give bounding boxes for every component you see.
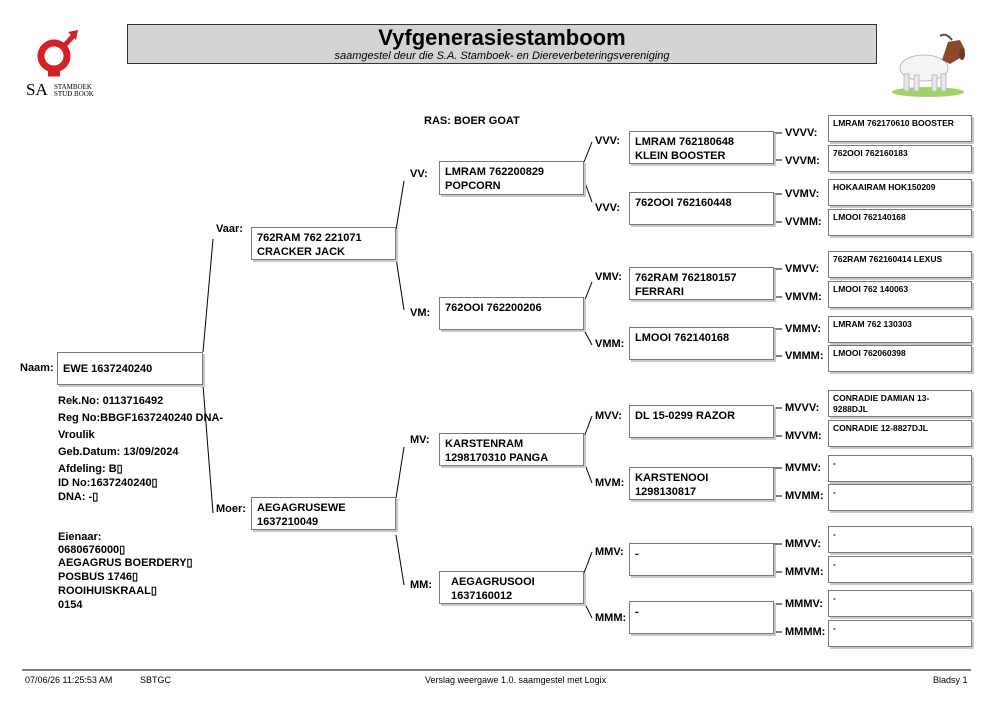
mmmm-box: -	[828, 620, 972, 647]
mvmv-label: MVMV:	[785, 462, 822, 474]
mvvv-box: CONRADIE DAMIAN 13- 9288DJL	[828, 390, 972, 417]
boer-goat-image	[890, 28, 972, 98]
mvm-label: MVM:	[595, 477, 625, 489]
vm-box: 762OOI 762200206	[439, 297, 584, 330]
vv-label: VV:	[410, 168, 428, 180]
owner-line-2: AEGAGRUS BOERDERY▯	[58, 557, 193, 569]
footer-timestamp: 07/06/26 11:25:53 AM	[25, 675, 113, 685]
vvv1-label: VVV:	[595, 135, 621, 147]
footer-page: Bladsy 1	[933, 675, 968, 685]
owner-line-1: 0680676000▯	[58, 544, 126, 556]
mmmv-label: MMMV:	[785, 598, 823, 610]
vmvm-box: LMOOI 762 140063	[828, 281, 972, 308]
sa-studbook-logo: SA STAMBOEK STUD BOOK	[24, 26, 104, 100]
owner-line-5: 0154	[58, 599, 83, 611]
owner-label: Eienaar:	[58, 531, 102, 543]
vvvm-box: 762OOI 762160183	[828, 145, 972, 172]
vmvv-box: 762RAM 762160414 LEXUS	[828, 251, 972, 278]
vmv-label: VMV:	[595, 271, 622, 283]
vvvv-box: LMRAM 762170610 BOOSTER	[828, 115, 972, 142]
mmm-box: -	[629, 601, 774, 634]
vvmm-label: VVMM:	[785, 216, 822, 228]
page-subtitle: saamgestel deur die S.A. Stamboek- en Di…	[334, 50, 670, 62]
vv-box: LMRAM 762200829 POPCORN	[439, 161, 584, 195]
mvvv-label: MVVV:	[785, 402, 820, 414]
vvmv-label: VVMV:	[785, 188, 820, 200]
mmvm-box: -	[828, 556, 972, 583]
footer-code: SBTGC	[140, 675, 172, 685]
mvv-box: DL 15-0299 RAZOR	[629, 405, 774, 438]
mmvm-label: MMVM:	[785, 566, 824, 578]
footer-version: Verslag weergawe 1.0. saamgestel met Log…	[425, 675, 607, 685]
mvm-box: KARSTENOOI 1298130817	[629, 467, 774, 500]
mmmm-label: MMMM:	[785, 626, 826, 638]
detail-dna: DNA: -▯	[58, 491, 99, 503]
mvvm-box: CONRADIE 12-8827DJL	[828, 420, 972, 447]
sire-box: 762RAM 762 221071 CRACKER JACK	[251, 227, 396, 260]
mvvm-label: MVVM:	[785, 430, 822, 442]
mvv-label: MVV:	[595, 410, 622, 422]
mvmm-label: MVMM:	[785, 490, 824, 502]
mmmv-box: -	[828, 590, 972, 617]
owner-line-4: ROOIHUISKRAAL▯	[58, 585, 157, 597]
mmv-box: -	[629, 543, 774, 576]
logo-line1: STAMBOEK	[54, 83, 92, 91]
vvmv-box: HOKAAIRAM HOK150209	[828, 179, 972, 206]
breed-label: RAS: BOER GOAT	[424, 115, 520, 127]
naam-label: Naam:	[20, 362, 54, 374]
detail-afdeling: Afdeling: B▯	[58, 463, 123, 475]
mm-box: AEGAGRUSOOI 1637160012	[439, 571, 584, 604]
mmvv-box: -	[828, 526, 972, 553]
detail-reknr: Rek.No: 0113716492	[58, 395, 164, 407]
mv-label: MV:	[410, 434, 430, 446]
mm-label: MM:	[410, 579, 432, 591]
detail-sex: Vroulik	[58, 429, 95, 441]
detail-idnr: ID No:1637240240▯	[58, 477, 158, 489]
title-banner: Vyfgenerasiestamboom saamgestel deur die…	[127, 24, 877, 64]
vvmm-box: LMOOI 762140168	[828, 209, 972, 236]
vmm-label: VMM:	[595, 338, 625, 350]
vmv-box: 762RAM 762180157 FERRARI	[629, 267, 774, 300]
vmmv-label: VMMV:	[785, 323, 822, 335]
animal-name-box: EWE 1637240240	[57, 352, 203, 385]
mmvv-label: MMVV:	[785, 538, 822, 550]
vaar-label: Vaar:	[216, 223, 243, 235]
logo-line2: STUD BOOK	[54, 90, 94, 98]
mmv-label: MMV:	[595, 546, 624, 558]
vmmm-box: LMOOI 762060398	[828, 345, 972, 372]
vmm-box: LMOOI 762140168	[629, 327, 774, 360]
mvmv-box: -	[828, 455, 972, 482]
detail-birthdate: Geb.Datum: 13/09/2024	[58, 446, 179, 458]
mvmm-box: -	[828, 484, 972, 511]
vvvv-label: VVVV:	[785, 127, 818, 139]
vmmm-label: VMMM:	[785, 350, 824, 362]
mmm-label: MMM:	[595, 612, 627, 624]
vvv2-label: VVV:	[595, 202, 621, 214]
owner-line-3: POSBUS 1746▯	[58, 571, 139, 583]
logo-letters: SA	[26, 80, 48, 99]
vvv1-box: LMRAM 762180648 KLEIN BOOSTER	[629, 131, 774, 164]
vmvv-label: VMVV:	[785, 263, 820, 275]
vmvm-label: VMVM:	[785, 291, 822, 303]
moer-label: Moer:	[216, 503, 246, 515]
vm-label: VM:	[410, 307, 431, 319]
vvv2-box: 762OOI 762160448	[629, 192, 774, 225]
page-title: Vyfgenerasiestamboom	[378, 25, 626, 50]
dam-box: AEGAGRUSEWE 1637210049	[251, 497, 396, 530]
vmmv-box: LMRAM 762 130303	[828, 316, 972, 343]
detail-regnr: Reg No:BBGF1637240240 DNA-	[58, 412, 224, 424]
mv-box: KARSTENRAM 1298170310 PANGA	[439, 433, 584, 466]
vvvm-label: VVVM:	[785, 155, 820, 167]
logo-emblem-icon	[37, 30, 78, 77]
